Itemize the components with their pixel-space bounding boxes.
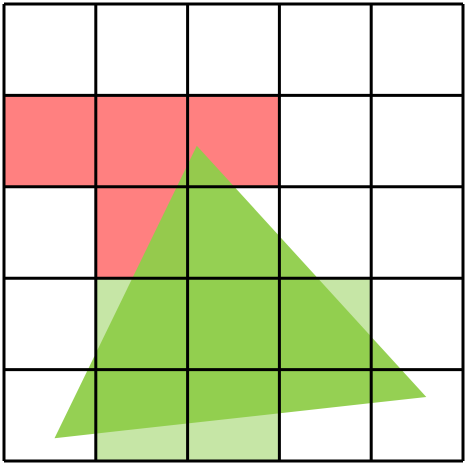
triangle	[54, 145, 427, 439]
red-cell-r1-c0	[4, 95, 96, 187]
red-cell-r1-c1	[95, 95, 188, 187]
triangle-shape	[54, 145, 427, 439]
